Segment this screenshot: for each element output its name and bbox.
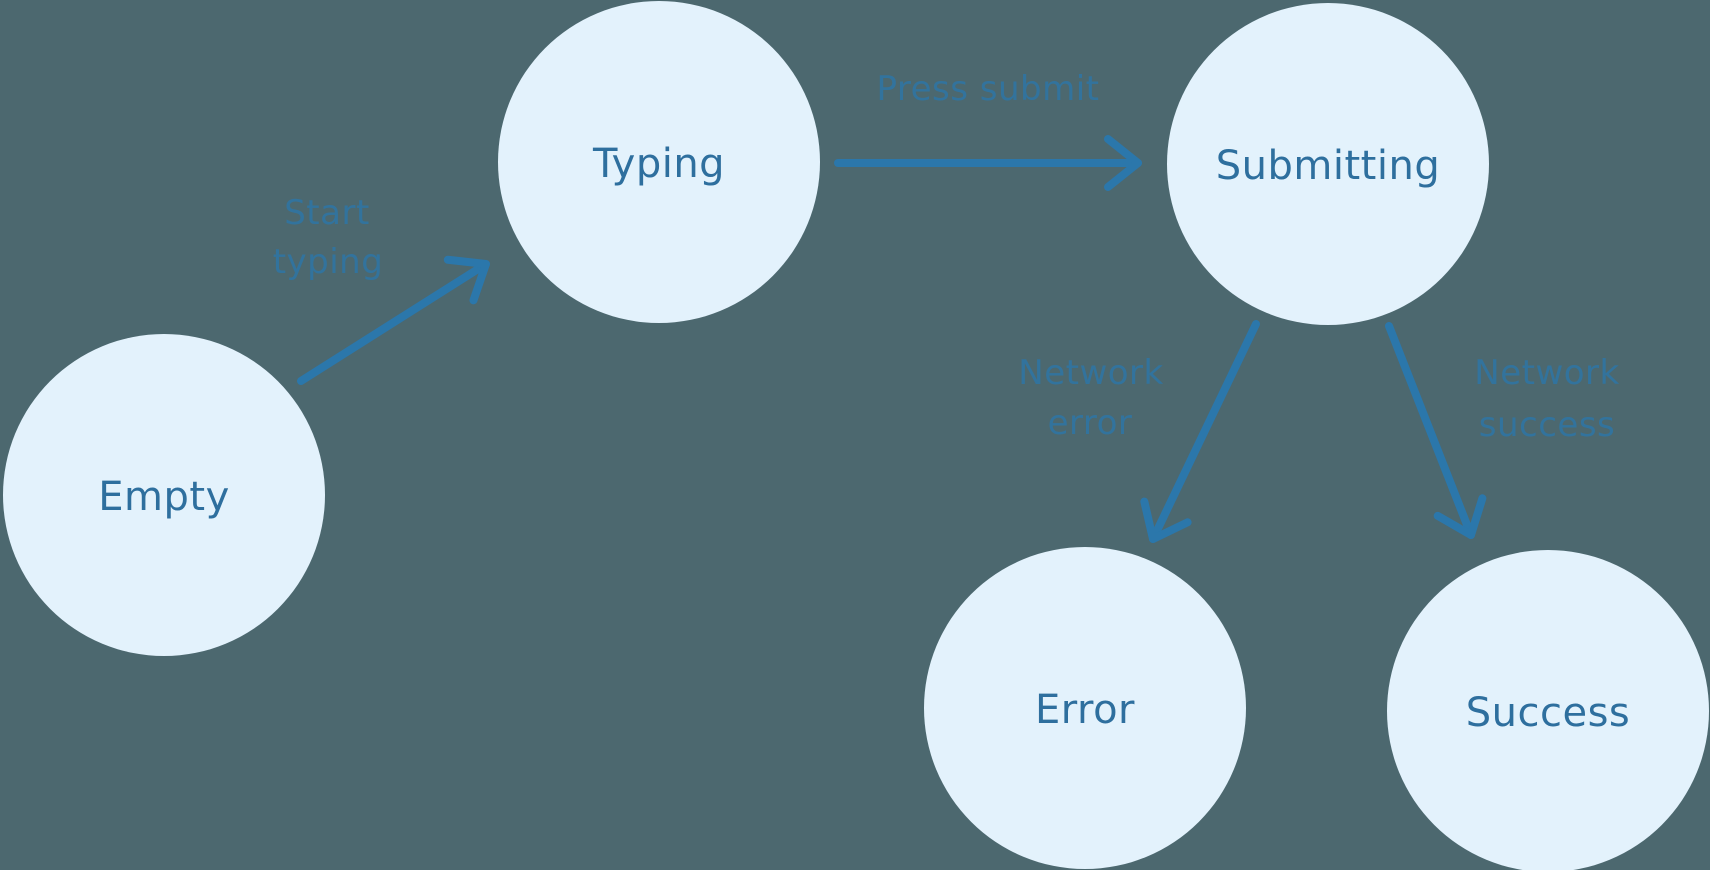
edge-submitting-to-error-arrow: [1140, 320, 1260, 543]
node-empty-circle: [3, 334, 325, 656]
node-success-label: Success: [1466, 690, 1631, 736]
node-submitting: Submitting: [1167, 3, 1489, 325]
node-error-circle: [924, 547, 1246, 869]
node-error: Error: [924, 547, 1246, 869]
edge-typing-to-submitting-label: Press submit: [876, 69, 1099, 109]
node-error-label: Error: [1035, 687, 1135, 733]
edge-submitting-to-success-arrow: [1385, 322, 1487, 539]
edge-submitting-to-success: Network success: [1385, 322, 1619, 539]
edge-empty-to-typing-label-line1: Start: [284, 193, 370, 233]
edge-submitting-to-error-label-line1: Network: [1018, 353, 1163, 393]
edge-submitting-to-error: Network error: [1018, 320, 1260, 543]
edge-submitting-to-error-label-line2: error: [1048, 403, 1133, 443]
edge-submitting-to-success-label-line1: Network: [1474, 353, 1619, 393]
node-submitting-label: Submitting: [1216, 143, 1440, 189]
edge-empty-to-typing-label-line2: typing: [273, 242, 384, 282]
node-submitting-circle: [1167, 3, 1489, 325]
edge-empty-to-typing-arrow: [297, 255, 490, 385]
edge-typing-to-submitting: Press submit: [834, 69, 1142, 191]
edge-submitting-to-success-label-line2: success: [1479, 405, 1616, 445]
node-empty: Empty: [3, 334, 325, 656]
node-typing-circle: [498, 1, 820, 323]
node-success-circle: [1387, 550, 1709, 870]
node-empty-label: Empty: [98, 474, 229, 520]
node-typing-label: Typing: [592, 141, 725, 187]
node-success: Success: [1387, 550, 1709, 870]
node-typing: Typing: [498, 1, 820, 323]
edge-empty-to-typing: Start typing: [273, 193, 490, 385]
